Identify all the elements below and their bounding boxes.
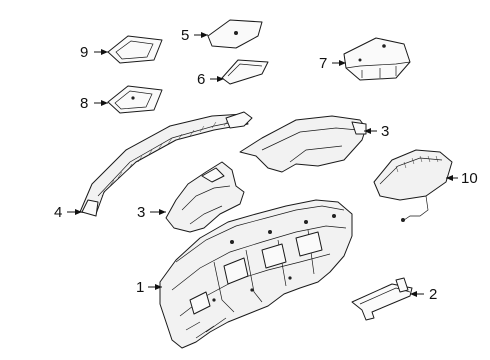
callout-2: 2 (429, 286, 437, 303)
part-3-upper-cover (239, 115, 367, 173)
callout-4: 4 (54, 204, 62, 221)
callout-5: 5 (181, 27, 189, 44)
part-7-module (343, 37, 411, 81)
callout-3-lower: 3 (137, 204, 145, 221)
part-5-trim-panel (207, 19, 263, 49)
part-4-defroster-duct (79, 111, 253, 217)
callout-1: 1 (136, 279, 144, 296)
part-1-instrument-panel-frame (159, 199, 353, 349)
callout-3-upper: 3 (381, 123, 389, 140)
part-8-cover-panel (107, 85, 163, 114)
part-3-cluster-hood (165, 161, 245, 233)
callout-10: 10 (461, 170, 478, 187)
part-9-cover-panel (107, 35, 163, 64)
callout-7: 7 (319, 55, 327, 72)
callout-9: 9 (80, 44, 88, 61)
part-2-bracket (351, 277, 413, 321)
callout-8: 8 (80, 95, 88, 112)
part-10-airbag-module (373, 149, 453, 222)
part-6-trim-panel (221, 59, 269, 85)
callout-6: 6 (197, 71, 205, 88)
leader-lines (67, 32, 458, 297)
